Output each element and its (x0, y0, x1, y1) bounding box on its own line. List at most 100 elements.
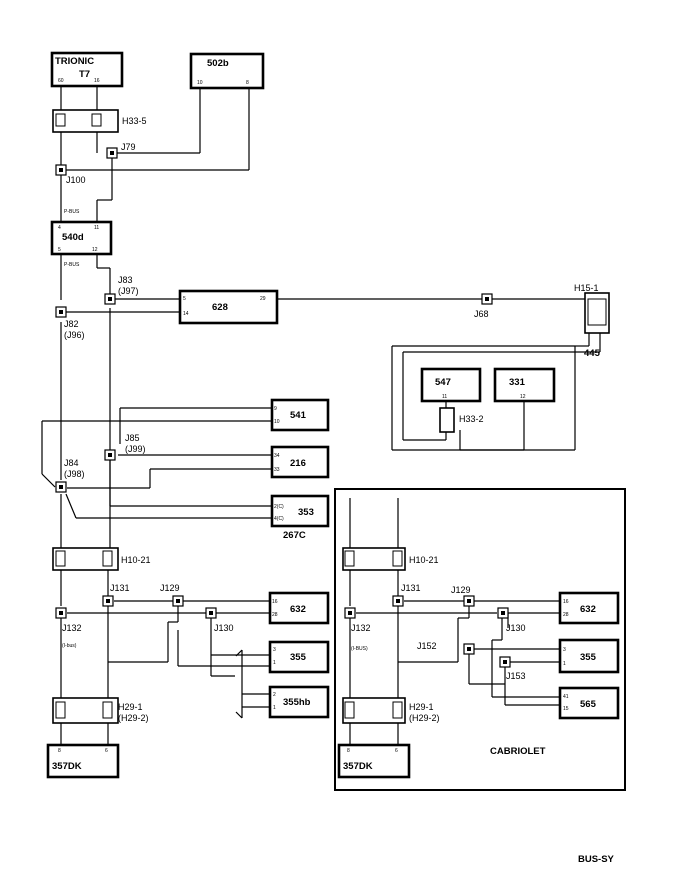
svg-text:H33-2: H33-2 (459, 414, 484, 424)
label-267c: 267C (283, 530, 306, 541)
svg-text:J100: J100 (66, 175, 86, 185)
cabriolet-label: CABRIOLET (490, 746, 546, 757)
svg-text:1: 1 (273, 705, 276, 711)
svg-text:8: 8 (58, 748, 61, 754)
svg-text:3: 3 (563, 647, 566, 653)
svg-text:10: 10 (197, 80, 203, 86)
junction-j83 (104, 293, 116, 305)
junction-j132-right (344, 607, 356, 619)
svg-text:2: 2 (273, 692, 276, 698)
component-355-left: 355 3 1 (268, 640, 330, 674)
junction-j79 (106, 147, 118, 159)
svg-text:355: 355 (290, 652, 307, 663)
svg-text:357DK: 357DK (52, 761, 82, 772)
svg-text:502b: 502b (207, 58, 229, 69)
wires (41, 86, 601, 745)
svg-text:33: 33 (274, 467, 280, 473)
component-355hb: 355hb 2 1 (268, 685, 330, 719)
connector-h33-5: H33-5 (52, 109, 147, 133)
svg-text:J83: J83 (118, 275, 133, 285)
svg-text:(J96): (J96) (64, 330, 85, 340)
svg-text:8: 8 (347, 748, 350, 754)
svg-text:16: 16 (563, 599, 569, 605)
svg-text:3: 3 (273, 647, 276, 653)
component-541: 541 9 10 (270, 398, 330, 432)
svg-text:353: 353 (298, 507, 314, 518)
svg-text:J129: J129 (160, 583, 180, 593)
svg-text:1: 1 (563, 661, 566, 667)
svg-text:357DK: 357DK (343, 761, 373, 772)
svg-text:J79: J79 (121, 142, 136, 152)
svg-text:J130: J130 (214, 623, 234, 633)
svg-text:J68: J68 (474, 309, 489, 319)
component-540d: 540d 4 11 5 12 (50, 220, 113, 256)
svg-text:J82: J82 (64, 319, 79, 329)
svg-text:J84: J84 (64, 458, 79, 468)
svg-text:540d: 540d (62, 232, 84, 243)
junction-j131-right (392, 595, 404, 607)
svg-text:4: 4 (58, 225, 61, 231)
component-547: 547 11 (420, 367, 482, 403)
component-565: 565 41 15 (558, 686, 620, 720)
component-357dk-right: 357DK 8 6 (337, 743, 411, 779)
connector-h15-1: H15-1 (574, 283, 610, 334)
component-628: 628 5 14 29 (178, 289, 279, 325)
svg-text:28: 28 (563, 612, 569, 618)
svg-text:H10-21: H10-21 (409, 555, 439, 565)
svg-text:4(C): 4(C) (274, 516, 284, 522)
svg-text:16: 16 (272, 599, 278, 605)
component-502b: 502b 10 8 (189, 52, 265, 90)
component-216: 216 34 33 (270, 445, 330, 479)
connector-h29-1-left: H29-1 (H29-2) (52, 697, 149, 724)
svg-text:28: 28 (272, 612, 278, 618)
svg-text:11: 11 (94, 225, 99, 231)
svg-text:H33-5: H33-5 (122, 116, 147, 126)
svg-text:9: 9 (274, 406, 277, 412)
junction-j84 (55, 481, 67, 493)
connector-h33-2: H33-2 (439, 407, 484, 433)
cabriolet-frame (334, 488, 626, 791)
svg-text:6: 6 (105, 748, 108, 754)
svg-text:14: 14 (183, 311, 189, 317)
svg-text:5: 5 (58, 247, 61, 253)
svg-text:628: 628 (212, 302, 228, 313)
component-355-right: 355 3 1 (558, 638, 620, 674)
svg-text:29: 29 (260, 296, 266, 302)
svg-text:541: 541 (290, 410, 307, 421)
junction-j152 (463, 643, 475, 655)
junction-j129-left (172, 595, 184, 607)
footer-label: BUS-SY (578, 854, 615, 865)
junction-j82 (55, 306, 67, 318)
component-357dk-left: 357DK 8 6 (46, 743, 120, 779)
svg-text:632: 632 (290, 604, 306, 615)
junction-j100 (55, 164, 67, 176)
label-445: 445 (584, 348, 601, 359)
svg-text:(H29-2): (H29-2) (118, 713, 149, 723)
svg-text:34: 34 (274, 453, 280, 459)
svg-text:1: 1 (273, 660, 276, 666)
svg-text:41: 41 (563, 694, 569, 700)
svg-text:8: 8 (246, 80, 249, 86)
connector-h10-21-left: H10-21 (52, 547, 151, 571)
svg-text:16: 16 (94, 78, 100, 84)
svg-text:(J97): (J97) (118, 286, 139, 296)
svg-text:60: 60 (58, 78, 64, 84)
svg-text:J85: J85 (125, 433, 140, 443)
component-632-left: 632 16 28 (268, 591, 330, 625)
junction-j68 (481, 293, 493, 305)
component-trionic-t7: TRIONIC T7 60 16 (50, 51, 124, 88)
svg-text:2(C): 2(C) (274, 504, 284, 510)
trionic-label: TRIONIC (55, 56, 94, 67)
junction-j85 (104, 449, 116, 461)
svg-text:J132: J132 (351, 623, 371, 633)
svg-text:15: 15 (563, 706, 569, 712)
svg-text:J132: J132 (62, 623, 82, 633)
component-353: 353 2(C) 4(C) (270, 494, 330, 528)
svg-text:12: 12 (520, 394, 526, 400)
component-632-right: 632 16 28 (558, 591, 620, 625)
svg-text:J130: J130 (506, 623, 526, 633)
svg-text:10: 10 (274, 419, 280, 425)
svg-text:J129: J129 (451, 585, 471, 595)
component-331: 331 12 (493, 367, 556, 403)
